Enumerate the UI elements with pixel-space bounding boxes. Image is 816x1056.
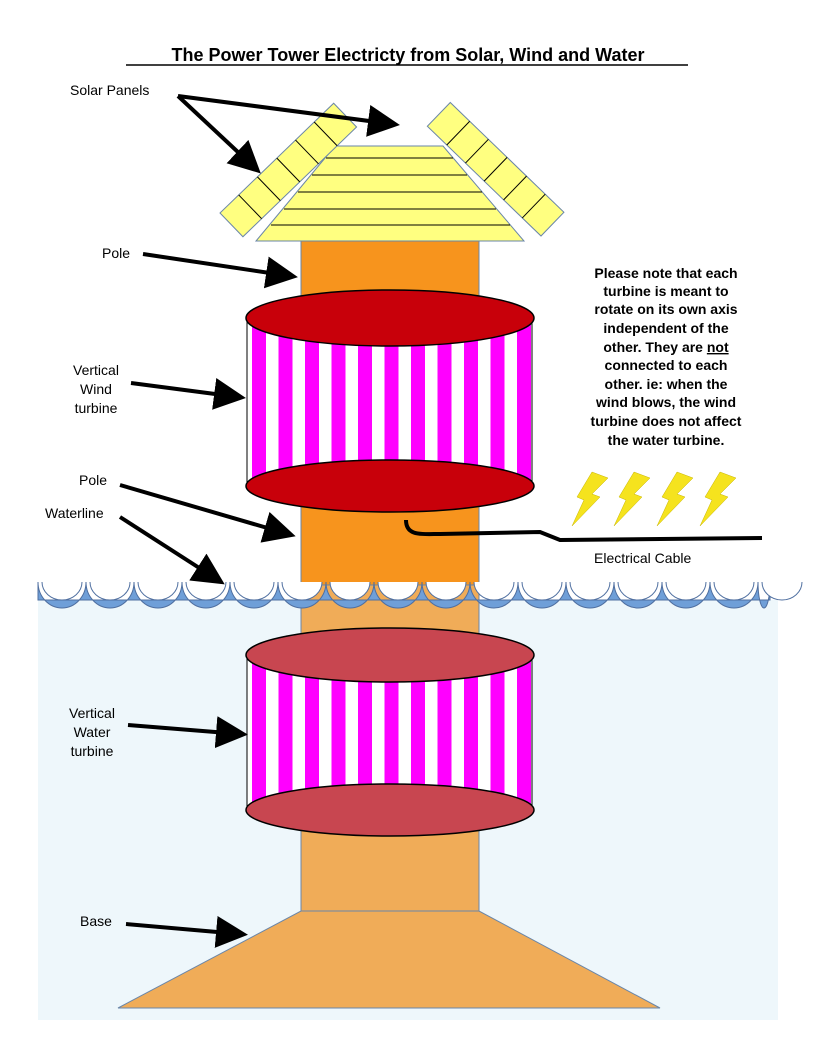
turbine-note: Please note that each turbine is meant t… <box>591 265 742 448</box>
turbine-blade <box>278 318 293 486</box>
turbine-blade <box>305 655 319 810</box>
turbine-blade <box>411 655 425 810</box>
arrow-wind-turbine <box>130 378 246 410</box>
arrow-waterline <box>118 515 225 585</box>
label-pole-top: Pole <box>102 245 130 261</box>
wave-crest <box>329 581 371 601</box>
turbine-blade <box>464 318 478 486</box>
svg-text:other. ie: when the: other. ie: when the <box>605 376 728 392</box>
lightning-bolt-icon <box>571 471 609 527</box>
turbine-blade <box>252 655 266 810</box>
wave-band <box>37 581 771 609</box>
label-wind-turbine: Vertical Wind turbine <box>73 362 119 416</box>
arrow-water-turbine <box>127 716 248 749</box>
wave-crest <box>521 581 563 601</box>
svg-text:turbine: turbine <box>75 400 118 416</box>
electrical-cable <box>404 519 763 543</box>
wave-crest <box>761 581 803 601</box>
lightning-bolt-icon <box>656 471 694 527</box>
svg-text:independent of the: independent of the <box>603 320 728 336</box>
left-solar-panel <box>219 102 358 238</box>
wave-crest <box>665 581 707 601</box>
turbine-blade <box>305 318 319 486</box>
turbine-blade <box>384 318 399 486</box>
wave-crest <box>89 581 131 601</box>
svg-text:connected to each: connected to each <box>605 357 728 373</box>
wave-crest <box>473 581 515 601</box>
turbine-blade <box>252 318 266 486</box>
lightning-bolt-icon <box>613 471 651 527</box>
svg-text:turbine does not affect: turbine does not affect <box>591 413 742 429</box>
arrow-base <box>125 915 248 948</box>
arrow-pole-bottom <box>119 483 296 543</box>
water-turbine-top-cap <box>245 627 535 683</box>
arrow-solar-roof <box>177 94 400 137</box>
diagram-title: The Power Tower Electricty from Solar, W… <box>172 45 645 65</box>
right-solar-panel <box>426 101 565 237</box>
arrow-solar-left <box>176 94 261 174</box>
wind-turbine <box>245 289 535 513</box>
roof-panel-lines <box>271 157 510 226</box>
arrow-pole-top <box>142 252 298 289</box>
svg-text:Vertical: Vertical <box>69 705 115 721</box>
svg-text:Wind: Wind <box>80 381 112 397</box>
turbine-blade <box>331 655 346 810</box>
lightning-bolts <box>571 471 737 527</box>
turbine-blade <box>358 655 372 810</box>
wave-crest <box>569 581 611 601</box>
svg-text:turbine is meant to: turbine is meant to <box>603 283 728 299</box>
svg-text:other. They are not: other. They are not <box>603 339 729 355</box>
turbine-blade <box>331 318 346 486</box>
turbine-blade <box>464 655 478 810</box>
turbine-blade <box>437 318 452 486</box>
lightning-bolt-icon <box>699 471 737 527</box>
turbine-blade <box>517 318 531 486</box>
turbine-blade <box>490 655 505 810</box>
turbine-blade <box>411 318 425 486</box>
turbine-blade <box>384 655 399 810</box>
wind-turbine-bottom-cap <box>245 459 535 513</box>
turbine-blade <box>358 318 372 486</box>
svg-text:the water turbine.: the water turbine. <box>608 432 725 448</box>
wave-crest <box>713 581 755 601</box>
roof-solar-panel <box>254 145 526 242</box>
svg-text:Water: Water <box>74 724 111 740</box>
svg-text:Vertical: Vertical <box>73 362 119 378</box>
turbine-blade <box>490 318 505 486</box>
turbine-blade <box>278 655 293 810</box>
waterline-waves <box>37 581 803 609</box>
pointer-arrows <box>118 94 400 948</box>
svg-text:Please note that each: Please note that each <box>594 265 737 281</box>
label-base: Base <box>80 913 112 929</box>
wave-crest <box>185 581 227 601</box>
label-waterline: Waterline <box>45 505 104 521</box>
wave-crest <box>377 581 419 601</box>
wind-turbine-top-cap <box>245 289 535 347</box>
wave-crest <box>41 581 83 601</box>
turbine-blade <box>437 655 452 810</box>
water-turbine <box>245 627 535 837</box>
svg-text:rotate on its own axis: rotate on its own axis <box>594 301 737 317</box>
tower-base <box>117 910 661 1009</box>
label-electrical-cable: Electrical Cable <box>594 550 691 566</box>
svg-text:wind blows, the wind: wind blows, the wind <box>595 394 736 410</box>
wave-crest <box>617 581 659 601</box>
wave-crest <box>425 581 467 601</box>
water-turbine-bottom-cap <box>245 783 535 837</box>
svg-text:turbine: turbine <box>71 743 114 759</box>
wave-crest <box>137 581 179 601</box>
label-pole-bottom: Pole <box>79 472 107 488</box>
wave-crest <box>233 581 275 601</box>
turbine-blade <box>517 655 531 810</box>
wave-crest <box>281 581 323 601</box>
label-water-turbine: Vertical Water turbine <box>69 705 115 759</box>
label-solar-panels: Solar Panels <box>70 82 149 98</box>
